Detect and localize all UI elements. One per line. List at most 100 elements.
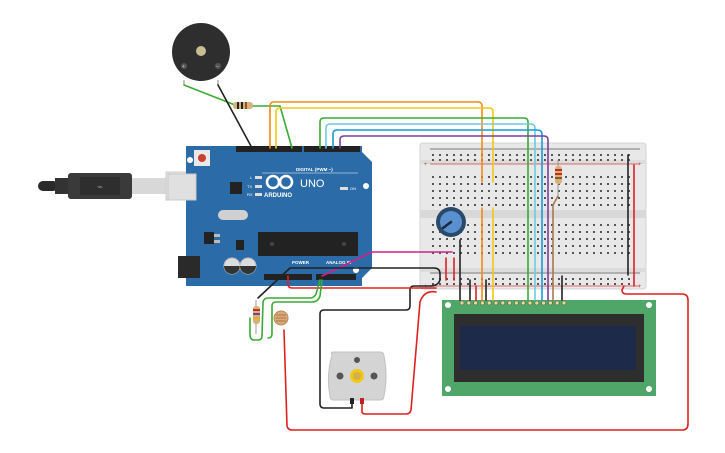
breadboard-hole[interactable] (488, 154, 490, 156)
breadboard-hole[interactable] (530, 252, 532, 254)
breadboard-hole[interactable] (600, 183, 602, 185)
breadboard-hole[interactable] (432, 183, 434, 185)
breadboard-hole[interactable] (530, 204, 532, 206)
breadboard-hole[interactable] (488, 159, 490, 161)
breadboard-hole[interactable] (628, 283, 630, 285)
breadboard-hole[interactable] (537, 183, 539, 185)
breadboard-hole[interactable] (481, 204, 483, 206)
breadboard-hole[interactable] (509, 204, 511, 206)
breadboard-hole[interactable] (579, 176, 581, 178)
breadboard-hole[interactable] (621, 224, 623, 226)
breadboard-hole[interactable] (628, 159, 630, 161)
breadboard-hole[interactable] (446, 190, 448, 192)
breadboard-hole[interactable] (530, 283, 532, 285)
breadboard-hole[interactable] (544, 278, 546, 280)
breadboard-hole[interactable] (579, 278, 581, 280)
breadboard-hole[interactable] (579, 154, 581, 156)
breadboard-hole[interactable] (509, 190, 511, 192)
breadboard-hole[interactable] (593, 278, 595, 280)
breadboard-hole[interactable] (481, 197, 483, 199)
breadboard-hole[interactable] (467, 197, 469, 199)
arduino-uno[interactable]: L TX RX ON ARDUINO UNO DIGITAL (PWM ~) P… (167, 146, 372, 286)
breadboard-hole[interactable] (488, 252, 490, 254)
breadboard-hole[interactable] (432, 154, 434, 156)
breadboard-hole[interactable] (621, 283, 623, 285)
breadboard-hole[interactable] (439, 190, 441, 192)
breadboard-hole[interactable] (530, 224, 532, 226)
breadboard-hole[interactable] (509, 283, 511, 285)
breadboard-hole[interactable] (614, 231, 616, 233)
breadboard-hole[interactable] (523, 224, 525, 226)
breadboard-hole[interactable] (516, 190, 518, 192)
breadboard-hole[interactable] (558, 190, 560, 192)
breadboard-hole[interactable] (607, 183, 609, 185)
breadboard-hole[interactable] (572, 190, 574, 192)
lcd-pins[interactable] (459, 300, 567, 306)
breadboard-hole[interactable] (460, 154, 462, 156)
breadboard-hole[interactable] (509, 278, 511, 280)
breadboard-hole[interactable] (614, 197, 616, 199)
breadboard-hole[interactable] (607, 245, 609, 247)
breadboard-hole[interactable] (467, 190, 469, 192)
breadboard-hole[interactable] (530, 245, 532, 247)
breadboard-hole[interactable] (495, 197, 497, 199)
breadboard-hole[interactable] (572, 283, 574, 285)
breadboard-hole[interactable] (432, 278, 434, 280)
breadboard-hole[interactable] (565, 204, 567, 206)
breadboard-hole[interactable] (467, 283, 469, 285)
breadboard-hole[interactable] (551, 283, 553, 285)
lcd-pin[interactable] (493, 300, 499, 306)
lcd-pin[interactable] (520, 300, 526, 306)
breadboard-hole[interactable] (488, 204, 490, 206)
breadboard-hole[interactable] (628, 245, 630, 247)
breadboard-hole[interactable] (551, 176, 553, 178)
breadboard-hole[interactable] (544, 154, 546, 156)
breadboard-hole[interactable] (502, 238, 504, 240)
lcd-pin[interactable] (500, 300, 506, 306)
breadboard-hole[interactable] (516, 224, 518, 226)
breadboard-hole[interactable] (565, 283, 567, 285)
breadboard-hole[interactable] (523, 278, 525, 280)
breadboard-hole[interactable] (586, 154, 588, 156)
breadboard-hole[interactable] (593, 154, 595, 156)
breadboard-hole[interactable] (544, 231, 546, 233)
breadboard-hole[interactable] (544, 224, 546, 226)
breadboard-hole[interactable] (446, 154, 448, 156)
breadboard-hole[interactable] (453, 252, 455, 254)
breadboard-hole[interactable] (432, 283, 434, 285)
breadboard-hole[interactable] (607, 197, 609, 199)
breadboard-hole[interactable] (565, 176, 567, 178)
breadboard-hole[interactable] (600, 283, 602, 285)
breadboard-hole[interactable] (579, 231, 581, 233)
breadboard-hole[interactable] (502, 204, 504, 206)
breadboard-hole[interactable] (614, 278, 616, 280)
breadboard-hole[interactable] (607, 224, 609, 226)
piezo-buzzer[interactable]: + − (172, 23, 230, 85)
breadboard-hole[interactable] (544, 190, 546, 192)
breadboard-hole[interactable] (565, 278, 567, 280)
breadboard-hole[interactable] (488, 224, 490, 226)
breadboard-hole[interactable] (488, 231, 490, 233)
breadboard-hole[interactable] (593, 190, 595, 192)
breadboard-hole[interactable] (460, 176, 462, 178)
breadboard-hole[interactable] (467, 159, 469, 161)
breadboard-hole[interactable] (460, 190, 462, 192)
breadboard-hole[interactable] (572, 204, 574, 206)
wires[interactable] (183, 84, 689, 431)
breadboard-hole[interactable] (453, 190, 455, 192)
breadboard[interactable]: + + + + (419, 142, 647, 290)
breadboard-hole[interactable] (516, 204, 518, 206)
breadboard-hole[interactable] (572, 278, 574, 280)
lcd-pin[interactable] (480, 300, 485, 306)
breadboard-hole[interactable] (439, 245, 441, 247)
breadboard-hole[interactable] (537, 204, 539, 206)
dc-motor[interactable] (327, 351, 387, 404)
breadboard-hole[interactable] (481, 183, 483, 185)
breadboard-hole[interactable] (593, 283, 595, 285)
breadboard-hole[interactable] (432, 245, 434, 247)
breadboard-hole[interactable] (572, 154, 574, 156)
lcd-pin[interactable] (534, 300, 540, 306)
breadboard-hole[interactable] (509, 252, 511, 254)
breadboard-hole[interactable] (551, 190, 553, 192)
breadboard-hole[interactable] (523, 204, 525, 206)
